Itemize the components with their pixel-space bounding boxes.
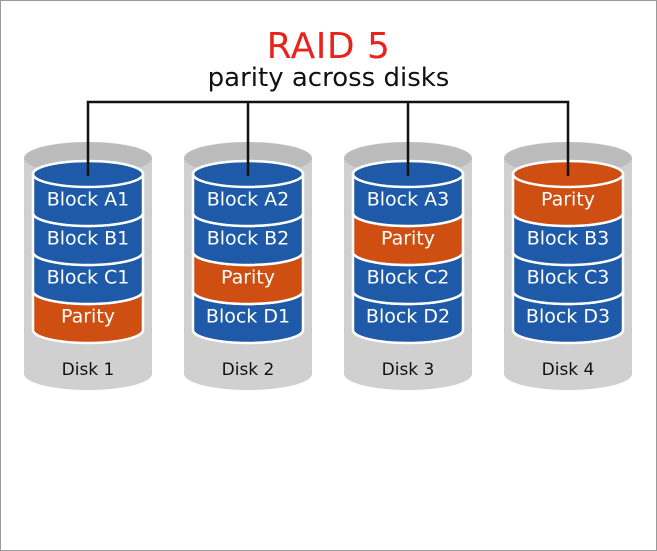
disk-label: Disk 3 (382, 360, 435, 380)
disk-3: Block D2 Block C2 Parity Block A3 Disk 3 (344, 142, 472, 390)
disk-label: Disk 1 (62, 360, 115, 380)
block-label: Block D1 (206, 306, 290, 328)
parity-block: Parity (511, 159, 625, 228)
diagram-title: RAID 5 (266, 26, 391, 67)
block-label: Block B3 (527, 228, 610, 250)
diagram-subtitle: parity across disks (207, 63, 450, 93)
block-label: Block A3 (367, 189, 450, 211)
block-label: Block C1 (47, 267, 130, 289)
block-label: Block C2 (367, 267, 450, 289)
data-block: Block A3 (351, 159, 465, 228)
block-label: Parity (381, 228, 435, 250)
block-label: Block D2 (366, 306, 450, 328)
block-label: Block D3 (526, 306, 610, 328)
block-label: Parity (221, 267, 275, 289)
connector-lines (86, 100, 570, 176)
block-label: Block C3 (527, 267, 610, 289)
block-label: Block A2 (207, 189, 290, 211)
disk-label: Disk 4 (542, 360, 595, 380)
block-label: Parity (61, 306, 115, 328)
block-label: Block A1 (47, 189, 130, 211)
disk-1: Parity Block C1 Block B1 Block A1 Disk 1 (24, 142, 152, 390)
block-label: Block B2 (207, 228, 290, 250)
block-label: Block B1 (47, 228, 130, 250)
disk-2: Block D1 Parity Block B2 Block A2 Disk 2 (184, 142, 312, 390)
block-label: Parity (541, 189, 595, 211)
data-block: Block A2 (191, 159, 305, 228)
disk-label: Disk 2 (222, 360, 275, 380)
